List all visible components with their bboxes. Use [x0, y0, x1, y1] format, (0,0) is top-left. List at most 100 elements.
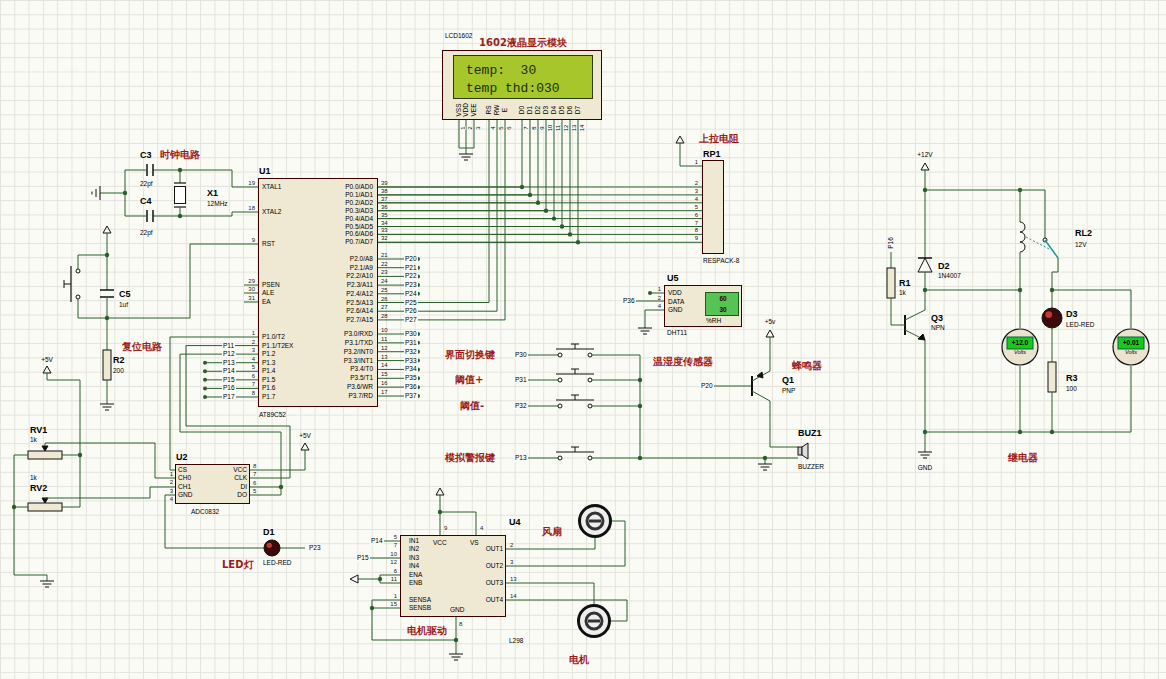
ground-symbol	[92, 192, 93, 195]
pin-name: P1.3	[262, 359, 275, 366]
pin-number: 1	[394, 593, 397, 599]
ground-symbol	[459, 154, 473, 155]
wire	[62, 507, 80, 508]
ground-symbol	[918, 452, 932, 453]
pin-name: GND	[178, 492, 192, 499]
wire	[645, 322, 646, 328]
part-reference: C5	[119, 290, 131, 299]
pin-number: 7	[695, 220, 698, 226]
part-reference: D1	[263, 528, 275, 537]
pin-number: 1	[460, 126, 466, 129]
part-value: LED-RED	[1066, 322, 1095, 329]
wire	[250, 487, 281, 495]
pin-name: DATA	[668, 298, 684, 305]
pin-name: GND	[450, 607, 464, 614]
terminal-dot	[203, 369, 207, 373]
button-symbol	[571, 395, 579, 396]
wire	[280, 548, 305, 549]
pin-name: P2.6/A14	[346, 308, 373, 315]
wire	[506, 538, 595, 549]
wire	[1052, 328, 1053, 362]
junction-dot	[1050, 430, 1054, 434]
wire	[47, 373, 48, 380]
capacitor-symbol	[100, 289, 114, 291]
diode-symbol	[918, 258, 932, 272]
motor-rotor	[589, 520, 601, 523]
pin-number: 22	[381, 261, 388, 267]
net-label: P23	[308, 545, 322, 552]
button-symbol	[64, 284, 71, 285]
switch-contact	[558, 404, 562, 408]
net-label: P11	[222, 342, 235, 349]
pin-name: RW	[494, 105, 501, 116]
pin-name: IN3	[409, 555, 419, 562]
pin-number: 11	[391, 576, 397, 582]
wire	[378, 194, 702, 195]
pin-number: 28	[381, 313, 388, 319]
junction-dot	[438, 510, 442, 514]
wire	[440, 502, 441, 535]
part-label: BUZ1	[798, 429, 822, 438]
pin-name: DI	[241, 484, 248, 491]
junction-dot	[12, 505, 16, 509]
button-symbol	[575, 344, 576, 349]
wire	[244, 285, 258, 286]
wire	[474, 120, 475, 148]
power-symbol	[921, 163, 929, 170]
part-value: NPN	[931, 325, 945, 332]
wire	[891, 252, 892, 268]
wire	[440, 512, 476, 535]
pin-number: 5	[394, 534, 397, 540]
wire	[78, 299, 107, 318]
pin-name: P3.2/INT0	[344, 348, 373, 355]
wire	[466, 120, 467, 148]
pin-number: 9	[539, 126, 545, 129]
pin-name: P16	[888, 237, 895, 249]
part-label: ADC0832	[191, 509, 219, 516]
part-reference: D3	[1066, 310, 1078, 319]
transistor-arrow	[918, 334, 925, 340]
pin-number: 24	[381, 278, 388, 284]
pin-name: P1.5	[262, 377, 275, 384]
pin-number: 2	[252, 339, 255, 345]
annotation: 温湿度传感器	[653, 357, 713, 367]
wire	[456, 648, 457, 654]
wire	[107, 380, 108, 398]
pin-number: 11	[555, 125, 561, 131]
pin-number: 6	[252, 373, 255, 379]
pin-name: OUT3	[486, 580, 503, 587]
wire	[714, 386, 752, 387]
pin-name: OUT4	[486, 597, 503, 604]
pin-number: 23	[381, 269, 388, 275]
wire	[384, 541, 400, 542]
wire	[378, 120, 578, 242]
button-symbol	[575, 447, 576, 452]
pin-number: 5	[695, 204, 698, 210]
wire	[592, 458, 640, 459]
junction-dot	[370, 606, 374, 610]
pin-name: D2	[535, 106, 542, 114]
pin-name: XTAL2	[262, 209, 281, 216]
net-label: P23	[404, 282, 418, 289]
pin-name: P3.0/RXD	[344, 331, 373, 338]
pin-number: 2	[658, 295, 661, 301]
capacitor-symbol	[152, 210, 154, 222]
switch-contact	[588, 378, 592, 382]
net-label: P22	[404, 273, 418, 280]
pin-number: 12	[390, 559, 397, 565]
annotation: 界面切换键	[445, 350, 495, 360]
resistor-symbol	[887, 268, 895, 298]
part-label: +0.01	[1123, 340, 1139, 347]
annotation: 复位电路	[122, 342, 162, 352]
pin-number: 13	[510, 576, 517, 582]
button-symbol	[64, 280, 65, 288]
annotation: 阈值+	[455, 375, 483, 385]
pin-number: 14	[510, 593, 517, 599]
wire	[107, 240, 108, 290]
wire	[925, 446, 926, 452]
part-reference: R1	[899, 279, 911, 288]
pin-name: IN1	[409, 538, 419, 545]
wire	[645, 310, 664, 322]
part-label: 30	[719, 307, 726, 314]
pin-name: EA	[262, 299, 271, 306]
